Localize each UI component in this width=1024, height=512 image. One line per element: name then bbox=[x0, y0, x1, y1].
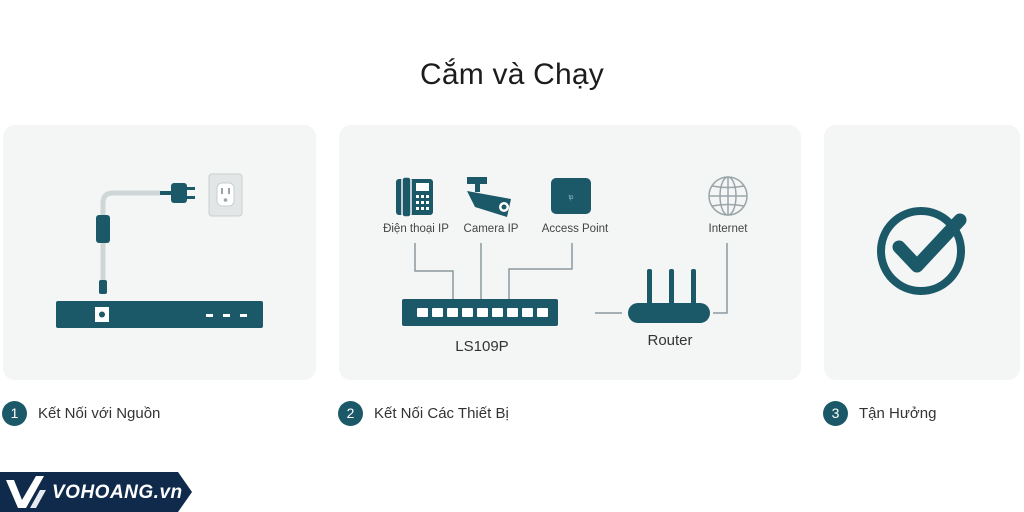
step-3-label: Tận Hưởng bbox=[859, 404, 937, 422]
switch-device-icon bbox=[56, 301, 263, 328]
svg-text:tp: tp bbox=[568, 195, 574, 201]
ip-camera-label: Camera IP bbox=[464, 223, 519, 235]
step-1-label: Kết Nối với Nguồn bbox=[38, 404, 161, 422]
power-card bbox=[3, 125, 316, 380]
ls109p-switch-icon bbox=[402, 299, 558, 326]
globe-icon bbox=[708, 176, 748, 216]
router-label: Router bbox=[647, 332, 692, 349]
step-2: 2 Kết Nối Các Thiết Bị bbox=[338, 400, 509, 426]
wall-outlet-icon bbox=[208, 173, 243, 217]
router-icon bbox=[628, 269, 710, 323]
devices-card: Điện thoại IP Camera IP tp Access Point … bbox=[339, 125, 801, 380]
vohoang-logo-text: VOHOANG.vn bbox=[52, 482, 183, 503]
checkmark-icon bbox=[877, 207, 967, 295]
ferrite-core bbox=[96, 215, 110, 243]
vohoang-logo bbox=[0, 472, 192, 512]
ip-phone-icon bbox=[396, 176, 433, 218]
switch-model-label: LS109P bbox=[455, 338, 508, 355]
step-2-number: 2 bbox=[338, 400, 363, 426]
ip-camera-icon bbox=[467, 177, 511, 217]
power-plug-icon bbox=[160, 183, 195, 203]
page-title: Cắm và Chạy bbox=[420, 58, 604, 91]
step-1: 1 Kết Nối với Nguồn bbox=[2, 400, 160, 426]
access-point-icon: tp bbox=[551, 178, 591, 214]
access-point-label: Access Point bbox=[542, 223, 609, 235]
step-2-label: Kết Nối Các Thiết Bị bbox=[374, 404, 509, 422]
ip-phone-label: Điện thoại IP bbox=[383, 223, 449, 235]
internet-label: Internet bbox=[709, 223, 749, 235]
network-diagram: Điện thoại IP Camera IP tp Access Point … bbox=[383, 176, 749, 355]
step-1-number: 1 bbox=[2, 400, 27, 426]
checkmark-illustration bbox=[877, 207, 967, 295]
power-illustration bbox=[56, 173, 263, 328]
step-3: 3 Tận Hưởng bbox=[823, 400, 936, 426]
enjoy-card bbox=[824, 125, 1020, 380]
step-3-number: 3 bbox=[823, 400, 848, 426]
